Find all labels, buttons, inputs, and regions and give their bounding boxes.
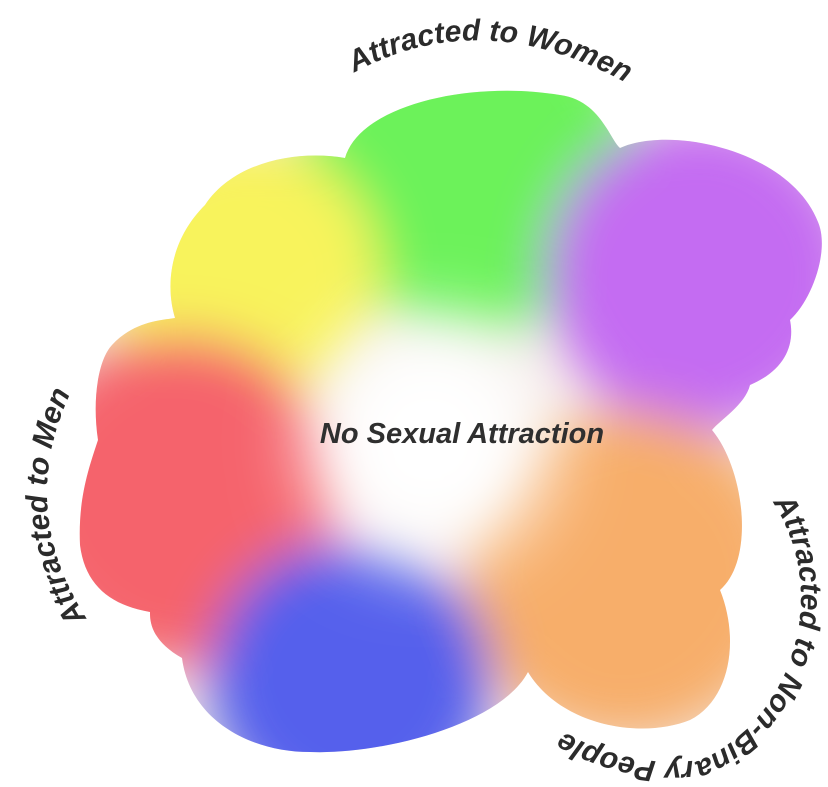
women-arc-label: Attracted to Women bbox=[342, 14, 638, 89]
center-label: No Sexual Attraction bbox=[320, 418, 604, 450]
